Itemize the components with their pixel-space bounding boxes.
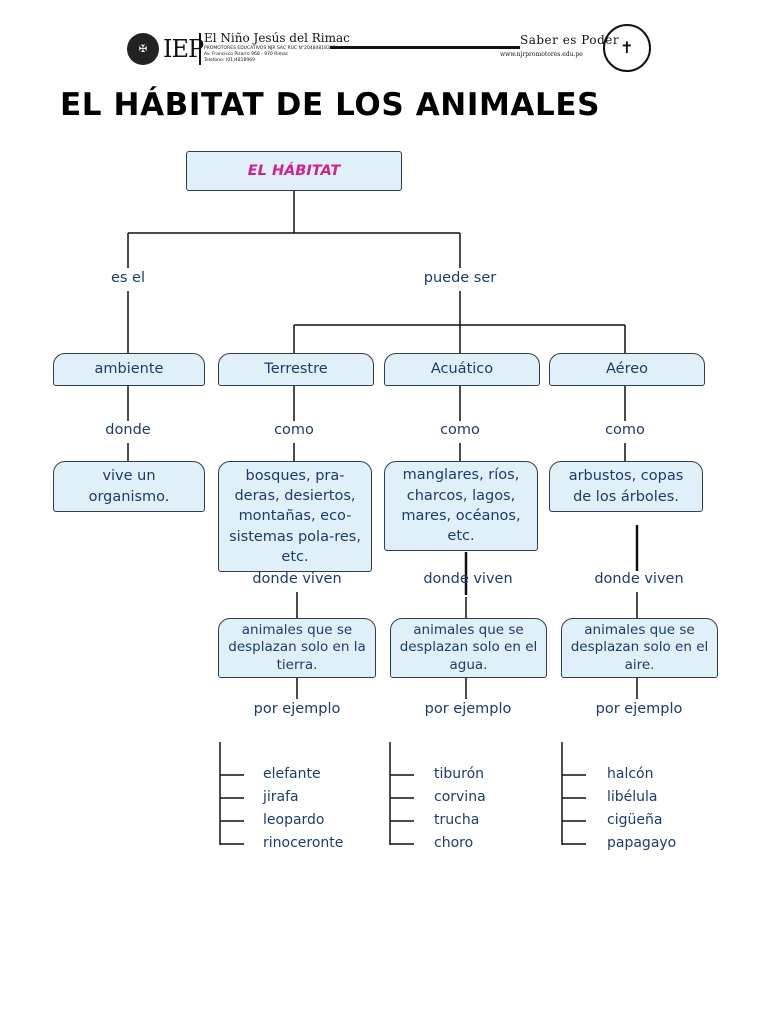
school-crest-logo: ✠	[127, 33, 159, 65]
example-item: papagayo	[607, 835, 677, 851]
example-item: corvina	[434, 789, 486, 805]
node-acuatico-label: Acuático	[430, 361, 494, 378]
animals-acuatico: animales que se desplazan solo en el agu…	[390, 618, 547, 678]
link-donde-viven-aereo: donde viven	[594, 571, 684, 587]
seal-icon: ✝	[603, 24, 651, 72]
animals-acuatico-text: animales que se desplazan solo en el agu…	[399, 621, 538, 673]
link-donde-viven-terrestre: donde viven	[252, 571, 342, 587]
animals-aereo-text: animales que se desplazan solo en el air…	[570, 621, 709, 673]
link-por-ejemplo-acuatico: por ejemplo	[424, 701, 512, 717]
example-item: jirafa	[263, 789, 299, 805]
desc-acuatico: manglares, ríos, charcos, lagos, mares, …	[384, 461, 538, 551]
node-ambiente-label: ambiente	[94, 361, 164, 378]
root-node-label: EL HÁBITAT	[247, 162, 341, 179]
example-item: elefante	[263, 766, 321, 782]
header-company-line: PROMOTORES EDUCATIVOS NJR SAC RUC N°2048…	[204, 46, 336, 51]
link-como-acuatico: como	[440, 422, 480, 438]
node-acuatico: Acuático	[384, 353, 540, 386]
example-item: choro	[434, 835, 474, 851]
animals-aereo: animales que se desplazan solo en el air…	[561, 618, 718, 678]
link-puede-ser: puede ser	[423, 270, 497, 286]
link-donde-viven-acuatico: donde viven	[423, 571, 513, 587]
header-logo-text: IEP	[163, 35, 204, 63]
link-como-aereo: como	[605, 422, 645, 438]
node-terrestre-label: Terrestre	[264, 361, 328, 378]
example-item: tiburón	[434, 766, 485, 782]
root-node: EL HÁBITAT	[186, 151, 402, 191]
link-por-ejemplo-terrestre: por ejemplo	[253, 701, 341, 717]
link-es-el: es el	[110, 270, 146, 286]
example-item: leopardo	[263, 812, 325, 828]
desc-ambiente-text: vive un organismo.	[88, 468, 170, 505]
example-item: cigüeña	[607, 812, 663, 828]
desc-aereo-text: arbustos, copas de los árboles.	[568, 468, 684, 505]
header-slogan: Saber es Poder	[520, 33, 620, 47]
example-item: trucha	[434, 812, 480, 828]
example-item: libélula	[607, 789, 658, 805]
page-title: EL HÁBITAT DE LOS ANIMALES	[60, 87, 601, 123]
node-terrestre: Terrestre	[218, 353, 374, 386]
desc-terrestre-text: bosques, pra-deras, desiertos, montañas,…	[229, 467, 361, 565]
header-url: www.njrpromotores.edu.pe	[500, 51, 583, 58]
node-ambiente: ambiente	[53, 353, 205, 386]
header-divider	[199, 33, 201, 65]
school-name: El Niño Jesús del Rimac	[204, 31, 350, 45]
link-donde: donde	[105, 422, 151, 438]
link-como-terrestre: como	[274, 422, 314, 438]
example-item: halcón	[607, 766, 654, 782]
header-address-line: Av. Francisco Pizarro 968 - 970 Rímac	[204, 52, 289, 57]
desc-acuatico-text: manglares, ríos, charcos, lagos, mares, …	[401, 467, 521, 545]
header-rule	[330, 46, 520, 49]
example-item: rinoceronte	[263, 835, 344, 851]
header-phone-line: Telefono: (01)4818969	[204, 58, 255, 63]
animals-terrestre: animales que se desplazan solo en la tie…	[218, 618, 376, 678]
node-aereo-label: Aéreo	[605, 361, 649, 378]
desc-ambiente: vive un organismo.	[53, 461, 205, 512]
link-por-ejemplo-aereo: por ejemplo	[595, 701, 683, 717]
desc-aereo: arbustos, copas de los árboles.	[549, 461, 703, 512]
node-aereo: Aéreo	[549, 353, 705, 386]
desc-terrestre: bosques, pra-deras, desiertos, montañas,…	[218, 461, 372, 572]
animals-terrestre-text: animales que se desplazan solo en la tie…	[228, 621, 366, 673]
